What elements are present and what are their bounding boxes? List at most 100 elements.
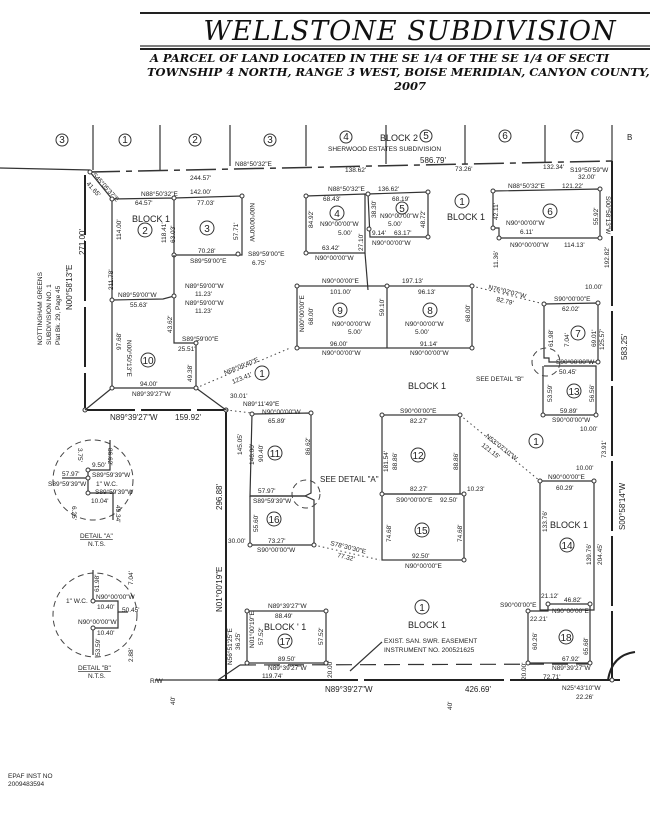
easement-instrument: INSTRUMENT NO. 200521625 (384, 647, 475, 654)
dim: 49.38' (187, 364, 194, 382)
dimension-label: 9.50' (92, 462, 106, 469)
dimension-label: N90°00'00"W (96, 593, 136, 601)
lot-number: 2 (142, 226, 148, 237)
lot-18 (525, 601, 593, 666)
lot-13-marker (566, 383, 582, 399)
adjacent-lot: 6 (502, 131, 508, 142)
dim: 50.45' (559, 369, 577, 376)
dimension-label: N90°00'00"W (78, 618, 118, 626)
dim-east-total: 583.25' (620, 334, 629, 360)
dim: 5.00' (338, 230, 352, 237)
adjacent-subdivision-name: SHERWOOD ESTATES SUBDIVISION (328, 146, 441, 153)
dim: 67.92' (562, 656, 580, 663)
dim: 97.68' (116, 332, 123, 350)
lot-14 (537, 478, 597, 611)
lot-1-marker (254, 365, 270, 381)
lot-number: 9 (337, 306, 343, 317)
block-label: BLOCK ' 1 (264, 622, 306, 632)
dim: 133.76' (542, 511, 549, 532)
dim: S89°59'00"E (182, 335, 219, 343)
dim: 6.11' (520, 229, 533, 236)
dim: 94.00' (140, 381, 158, 388)
dim: 48.72' (420, 210, 427, 228)
dim-west-total: 271.00' (78, 229, 87, 255)
dimension-label: S89°59'39"W (95, 488, 134, 496)
recording-stamp-number: 2009483594 (8, 781, 45, 788)
dim: S90°00'00"W (257, 546, 296, 554)
lot-number: 1 (419, 603, 425, 614)
dim: 82.79' (496, 296, 515, 307)
dim: 114.13' (564, 242, 585, 249)
lot-17 (217, 608, 329, 681)
dim: N90°00'00"W (506, 219, 546, 227)
dim: 121.22' (562, 183, 583, 190)
dimension-label: 10.40' (97, 630, 115, 637)
dim: 30.01' (230, 393, 248, 400)
dim: 68.19' (392, 196, 410, 203)
lot-number: 18 (560, 633, 572, 644)
dim: 73.27' (268, 538, 286, 545)
lot-11-marker (267, 445, 283, 461)
lot-number: 14 (561, 541, 573, 552)
dim: 36.25' (235, 632, 242, 650)
lot-number: 15 (416, 526, 428, 537)
dimension-label: 7.04' (128, 571, 135, 585)
dim: 296.88' (215, 484, 224, 510)
dim: 197.13' (402, 278, 423, 285)
lot-4-5 (303, 189, 431, 291)
dim-south-total: 426.69' (465, 685, 491, 694)
dimension-label: N.T.S. (88, 673, 106, 680)
see-detail-a-label: SEE DETAIL "A" (320, 475, 379, 484)
dim: 56.56' (589, 384, 596, 402)
dim: 20.00' (521, 662, 528, 680)
detail-a-title: DETAIL "A" (80, 533, 113, 540)
dim: N89°59'00"W (185, 282, 225, 290)
dimension-label: S89°59'39"W (48, 480, 87, 488)
dimension-label: 50.45' (122, 607, 140, 614)
dim: 62.02' (562, 306, 580, 313)
dim: N00°00'00"W (248, 203, 256, 243)
dim: 11.23' (195, 308, 212, 315)
lot-number: 5 (399, 204, 405, 215)
dim: 68.43' (323, 196, 341, 203)
dim: 32.00' (578, 174, 596, 181)
dim: 138.62' (345, 167, 366, 174)
dim: 181.54' (383, 451, 390, 472)
dim: S90°00'00"E (554, 295, 591, 303)
dim: N90°00'00"W (315, 254, 355, 262)
lot-number: 3 (204, 224, 210, 235)
lot-17-marker (277, 633, 293, 649)
right-of-way-label: R/W (150, 678, 164, 685)
west-subdivision-plat: Plat Bk. 29, Page 45 (55, 285, 62, 345)
dim: 11.23' (195, 291, 212, 298)
block-label: BLOCK 1 (132, 214, 170, 224)
lot-10-marker (140, 352, 156, 368)
dim: S78°30'30"E (330, 539, 368, 556)
dim: N88°50'32"E (328, 185, 366, 193)
lot-9-marker (332, 302, 348, 318)
dim: 57.71' (233, 222, 240, 240)
recording-stamp: EPAF INST NO (8, 773, 53, 780)
dim: 70.28' (198, 248, 216, 255)
dim: 119.74' (262, 673, 283, 680)
dim: S89°59'00"E (248, 250, 285, 258)
adjacent-north-subdivision: 3 1 2 3 4 5 6 7 BLOCK 2 SHERWOOD ESTATES… (0, 125, 632, 171)
dim: 96.13' (418, 289, 436, 296)
lot-number: 13 (568, 387, 580, 398)
lot-5-marker (395, 201, 409, 215)
lot-6-marker (542, 203, 558, 219)
dim: 57.97' (258, 488, 276, 495)
dim: 10.00' (580, 426, 598, 433)
dim: N89°39'27"W (268, 664, 308, 672)
dim-west-bearing: N00°58'13"E (65, 265, 74, 310)
dim: 88.86' (453, 452, 460, 470)
dim: 84.92' (308, 210, 315, 228)
lot-number: 8 (427, 306, 433, 317)
dim: 92.50' (412, 553, 430, 560)
detail-b-title: DETAIL "B" (78, 665, 111, 672)
dim: 63.03' (170, 225, 177, 243)
dim: 59.10' (379, 298, 386, 316)
dim: 204.45' (597, 544, 604, 565)
dim: 90.40' (258, 444, 265, 462)
dim: 57.52' (318, 627, 325, 645)
